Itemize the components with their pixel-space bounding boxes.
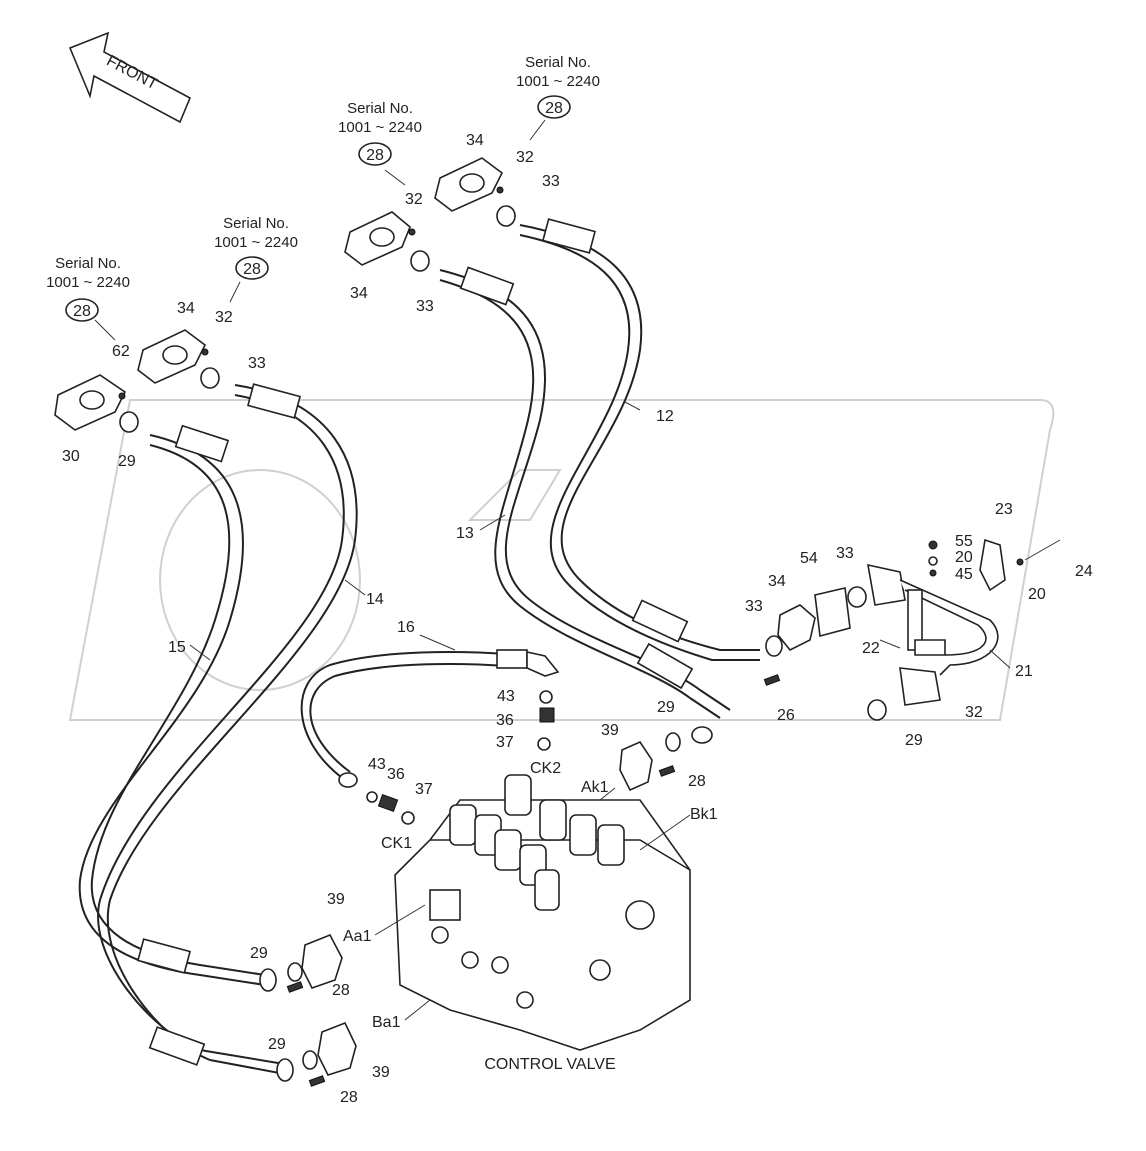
- serial-ref: 28: [243, 261, 261, 278]
- callout: 54: [800, 550, 818, 567]
- callout: 26: [777, 707, 795, 724]
- callout: 23: [995, 501, 1013, 518]
- bottom-fittings: [259, 690, 681, 1087]
- flange-30: [54, 374, 139, 433]
- leader-lines: [94, 119, 1011, 1021]
- callout: 36: [496, 712, 514, 729]
- port-label: Bk1: [690, 806, 718, 823]
- callout: 43: [497, 688, 515, 705]
- callout: 36: [387, 766, 405, 783]
- serial-heading: Serial No.: [347, 100, 413, 117]
- callout: 14: [366, 591, 384, 608]
- callout: 34: [466, 132, 484, 149]
- callout: 28: [688, 773, 706, 790]
- callout: 34: [177, 300, 195, 317]
- port-label: Ba1: [372, 1014, 401, 1031]
- callout: 55: [955, 533, 973, 550]
- port-labels: CK1 CK2 Ak1 Bk1 Aa1 Ba1: [343, 760, 718, 1031]
- callout: 29: [118, 453, 136, 470]
- callout: 45: [955, 566, 973, 583]
- callout: 33: [745, 598, 763, 615]
- serial-range: 1001 ~ 2240: [214, 234, 298, 251]
- flange-34-c: [434, 157, 516, 227]
- serial-heading: Serial No.: [55, 255, 121, 272]
- callout: 37: [496, 734, 514, 751]
- serial-note-1: Serial No. 1001 ~ 2240 28: [46, 255, 130, 322]
- port-label: Ak1: [581, 779, 609, 796]
- flange-34-a: [137, 329, 220, 389]
- callout: 13: [456, 525, 474, 542]
- hose-12: [519, 218, 760, 661]
- callout: 29: [268, 1036, 286, 1053]
- callout: 34: [350, 285, 368, 302]
- callout: 15: [168, 639, 186, 656]
- callout: 21: [1015, 663, 1033, 680]
- serial-heading: Serial No.: [223, 215, 289, 232]
- front-arrow: FRONT: [68, 31, 192, 124]
- callout: 29: [905, 732, 923, 749]
- callout: 12: [656, 408, 674, 425]
- flange-34-b: [344, 211, 430, 272]
- port-label: CK1: [381, 835, 412, 852]
- callout: 33: [836, 545, 854, 562]
- callout: 37: [415, 781, 433, 798]
- callout: 29: [250, 945, 268, 962]
- serial-note-4: Serial No. 1001 ~ 2240 28: [516, 54, 600, 119]
- callout: 28: [340, 1089, 358, 1106]
- callout: 30: [62, 448, 80, 465]
- callout: 32: [965, 704, 983, 721]
- serial-heading: Serial No.: [525, 54, 591, 71]
- serial-ref: 28: [545, 100, 563, 117]
- callout: 32: [215, 309, 233, 326]
- callout: 33: [416, 298, 434, 315]
- hose-14: [97, 383, 358, 1076]
- callout: 33: [542, 173, 560, 190]
- callouts: 12 13 14 15 16 20 20 21 22 23 24 26 28 2…: [62, 132, 1093, 1106]
- serial-ref: 28: [73, 303, 91, 320]
- callout: 33: [248, 355, 266, 372]
- callout: 39: [372, 1064, 390, 1081]
- callout: 20: [955, 549, 973, 566]
- serial-range: 1001 ~ 2240: [46, 274, 130, 291]
- serial-range: 1001 ~ 2240: [338, 119, 422, 136]
- hose-15: [78, 424, 266, 986]
- callout: 28: [332, 982, 350, 999]
- callout: 32: [516, 149, 534, 166]
- callout: 43: [368, 756, 386, 773]
- callout: 16: [397, 619, 415, 636]
- right-fittings: [763, 538, 1061, 721]
- callout: 39: [601, 722, 619, 739]
- serial-note-2: Serial No. 1001 ~ 2240 28: [214, 215, 298, 280]
- serial-ref: 28: [366, 147, 384, 164]
- control-valve: [394, 774, 691, 1051]
- callout: 39: [327, 891, 345, 908]
- hose-13: [439, 266, 731, 744]
- callout: 24: [1075, 563, 1093, 580]
- port-label: Aa1: [343, 928, 372, 945]
- diagram-title: CONTROL VALVE: [484, 1056, 615, 1073]
- callout: 34: [768, 573, 786, 590]
- serial-note-3: Serial No. 1001 ~ 2240 28: [338, 100, 422, 166]
- callout: 22: [862, 640, 880, 657]
- callout: 29: [657, 699, 675, 716]
- callout: 20: [1028, 586, 1046, 603]
- serial-range: 1001 ~ 2240: [516, 73, 600, 90]
- hose-16: [300, 649, 560, 788]
- callout: 62: [112, 343, 130, 360]
- port-label: CK2: [530, 760, 561, 777]
- callout: 32: [405, 191, 423, 208]
